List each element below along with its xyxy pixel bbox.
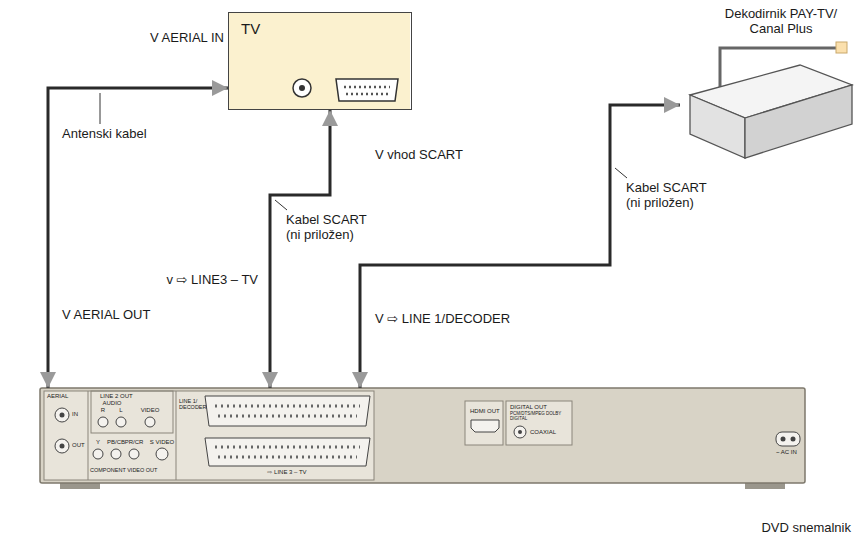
aerial-jack: [293, 79, 311, 97]
coaxial-jack: [514, 426, 526, 438]
divider: [176, 391, 177, 480]
panel-body: [40, 388, 805, 483]
tv-body: [228, 12, 410, 110]
scart-pins: [344, 86, 390, 89]
divider: [88, 391, 89, 480]
connection-label: V vhod SCART: [375, 148, 463, 163]
foot: [745, 483, 785, 489]
connection-label: V ⇨ LINE 1/DECODER: [375, 312, 510, 327]
connection-label: v ⇨ LINE3 – TV: [166, 273, 258, 288]
aerial-out-jack: [55, 439, 69, 453]
connection-label: V AERIAL OUT: [62, 308, 150, 323]
panel-label: AERIAL: [47, 393, 68, 400]
cable-label: Antenski kabel: [60, 126, 149, 143]
scart-socket: [205, 438, 370, 466]
ac-pin: [781, 437, 786, 442]
panel-label: AUDIO: [102, 400, 121, 407]
rca-jack: [111, 449, 121, 459]
scart-pins: [215, 446, 360, 449]
rca-jack: [129, 449, 139, 459]
jack-pin: [60, 444, 65, 449]
panel-label: R: [101, 407, 105, 414]
panel-label: VIDEO: [141, 407, 160, 414]
panel-label: PB/CB: [107, 439, 125, 446]
s-video-jack: [156, 448, 168, 460]
panel-label: PR/CR: [125, 439, 144, 446]
leader-line: [615, 168, 627, 178]
jack-pin: [518, 430, 522, 434]
cable-label: Kabel SCART (ni priložen): [624, 180, 720, 212]
scart-pins: [218, 456, 357, 459]
ac-pin: [791, 437, 796, 442]
panel-label: HDMI OUT: [470, 408, 500, 415]
aerial-jack-pin: [299, 85, 305, 91]
cable: [270, 110, 330, 388]
panel-label: S VIDEO: [150, 439, 174, 446]
line2-frame: [91, 391, 173, 433]
scart-pins: [215, 405, 360, 408]
cable: [360, 105, 680, 388]
panel-label: LINE 2 OUT: [100, 393, 133, 400]
connection-label: V AERIAL IN: [150, 31, 224, 46]
rca-jack: [116, 417, 126, 427]
node-label: TV: [229, 13, 411, 44]
panel-label: COMPONENT VIDEO OUT: [90, 467, 157, 473]
tv-box: TV: [228, 12, 412, 110]
decoder-device: [690, 42, 852, 158]
panel-label: DIGITAL OUT: [510, 404, 547, 411]
socket-plate: [44, 391, 374, 480]
scart-socket: [336, 79, 398, 101]
panel-label: COAXIAL: [530, 429, 556, 436]
tv-set: [228, 12, 410, 110]
leader-line: [275, 200, 287, 210]
jack-pin: [60, 413, 65, 418]
foot: [60, 483, 100, 489]
panel-label: PCM/DTS/MPEG DOLBY DIGITAL: [510, 411, 568, 421]
decoder-front: [690, 95, 745, 158]
aerial-in-jack: [55, 408, 69, 422]
decoder-box: Dekodirnik PAY-TV/ Canal Plus: [680, 55, 856, 165]
rca-jack: [98, 417, 108, 427]
panel-label: IN: [72, 411, 78, 418]
cable-label: Kabel SCART (ni priložen): [284, 212, 380, 244]
panel-label: OUT: [72, 442, 85, 449]
panel-label: ~ AC IN: [776, 449, 797, 456]
scart-socket: [205, 396, 370, 426]
rca-jack: [93, 449, 103, 459]
ac-inlet: [776, 432, 800, 446]
hdmi-port: [471, 420, 499, 432]
scart-pins: [218, 415, 357, 418]
scart-pins: [346, 93, 388, 96]
leader-line: [100, 93, 101, 124]
panel-label: L: [119, 407, 122, 414]
rca-jack: [145, 417, 155, 427]
cable: [48, 88, 228, 388]
panel-label: LINE 1/ DECODER: [179, 398, 204, 411]
node-label: DVD snemalnik: [761, 521, 851, 536]
dvd-rear-panel: [40, 388, 805, 489]
hdmi-plate: [465, 401, 503, 445]
panel-label: Y: [96, 439, 100, 446]
digital-plate: [506, 401, 572, 445]
cable-plug: [836, 42, 847, 53]
node-label: Dekodirnik PAY-TV/ Canal Plus: [706, 7, 856, 37]
panel-label: ⇨ LINE 3 – TV: [267, 469, 306, 476]
decoder-side: [745, 85, 852, 158]
